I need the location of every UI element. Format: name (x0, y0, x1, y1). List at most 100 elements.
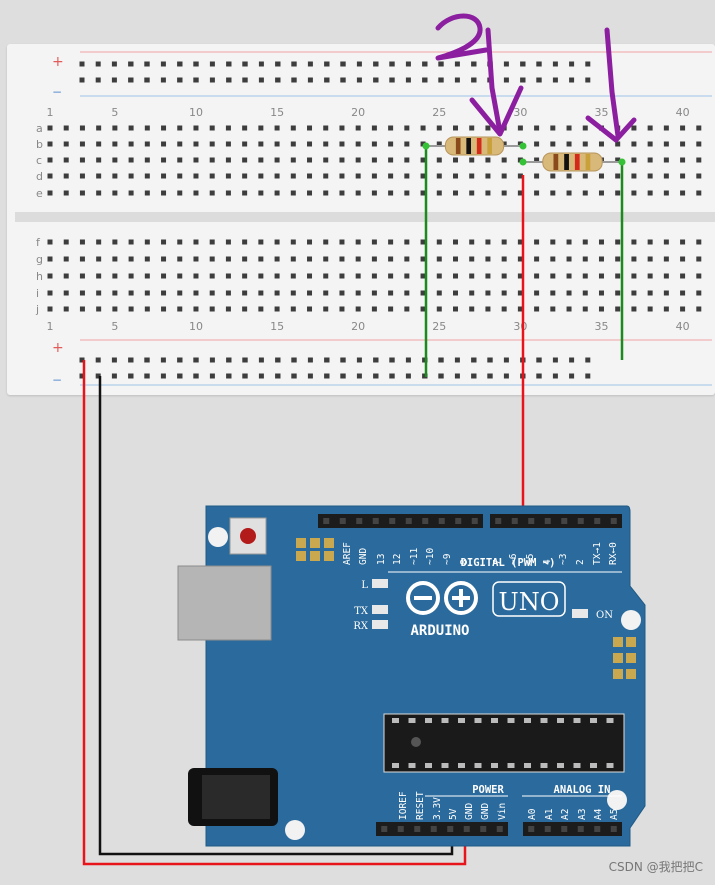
hole[interactable] (696, 125, 702, 131)
hole[interactable] (453, 306, 458, 312)
hole[interactable] (355, 125, 361, 131)
hole[interactable] (453, 125, 458, 131)
hole[interactable] (193, 173, 199, 179)
hole[interactable] (420, 306, 426, 312)
hole[interactable] (290, 141, 296, 147)
rail-hole[interactable] (569, 373, 575, 379)
rail-hole[interactable] (193, 77, 199, 83)
header-pin[interactable] (471, 518, 478, 524)
hole[interactable] (112, 290, 118, 296)
hole[interactable] (63, 239, 69, 245)
rail-hole[interactable] (209, 77, 215, 83)
rail-hole[interactable] (454, 77, 460, 83)
hole[interactable] (274, 157, 280, 163)
rail-hole[interactable] (373, 77, 379, 83)
hole[interactable] (79, 173, 85, 179)
hole[interactable] (144, 173, 150, 179)
rail-hole[interactable] (242, 357, 248, 363)
hole[interactable] (225, 256, 231, 262)
hole[interactable] (631, 290, 637, 296)
hole[interactable] (193, 256, 199, 262)
hole[interactable] (323, 173, 329, 179)
rail-hole[interactable] (291, 77, 297, 83)
hole[interactable] (598, 239, 604, 245)
rail-hole[interactable] (471, 61, 477, 67)
rail-hole[interactable] (552, 357, 558, 363)
header-pin[interactable] (610, 518, 617, 524)
hole[interactable] (323, 125, 329, 131)
hole[interactable] (258, 306, 264, 312)
hole[interactable] (647, 125, 653, 131)
hole[interactable] (615, 173, 621, 179)
hole[interactable] (112, 256, 118, 262)
rail-hole[interactable] (340, 373, 346, 379)
hole[interactable] (144, 256, 150, 262)
hole[interactable] (339, 125, 345, 131)
hole[interactable] (112, 141, 118, 147)
hole[interactable] (631, 125, 637, 131)
rail-hole[interactable] (536, 357, 542, 363)
hole[interactable] (420, 190, 426, 196)
hole[interactable] (371, 157, 377, 163)
hole[interactable] (388, 273, 394, 279)
hole[interactable] (534, 306, 540, 312)
rail-hole[interactable] (471, 373, 477, 379)
hole[interactable] (128, 190, 134, 196)
rail-hole[interactable] (503, 373, 509, 379)
hole[interactable] (485, 173, 491, 179)
hole[interactable] (663, 141, 669, 147)
rail-hole[interactable] (307, 61, 313, 67)
hole[interactable] (209, 290, 215, 296)
hole[interactable] (566, 239, 572, 245)
hole[interactable] (404, 239, 410, 245)
hole[interactable] (79, 306, 85, 312)
rail-hole[interactable] (471, 77, 477, 83)
hole[interactable] (420, 239, 426, 245)
hole[interactable] (566, 173, 572, 179)
hole[interactable] (193, 306, 199, 312)
rail-hole[interactable] (536, 77, 542, 83)
hole[interactable] (209, 141, 215, 147)
rail-hole[interactable] (144, 357, 150, 363)
hole[interactable] (177, 239, 183, 245)
hole[interactable] (63, 290, 69, 296)
hole[interactable] (128, 141, 134, 147)
rail-hole[interactable] (275, 373, 281, 379)
hole[interactable] (290, 239, 296, 245)
rail-hole[interactable] (95, 77, 101, 83)
hole[interactable] (339, 256, 345, 262)
rail-hole[interactable] (128, 373, 134, 379)
header-pin[interactable] (397, 826, 404, 832)
hole[interactable] (453, 256, 458, 262)
rail-hole[interactable] (422, 77, 428, 83)
hole[interactable] (193, 239, 199, 245)
hole[interactable] (501, 273, 507, 279)
rail-hole[interactable] (585, 77, 591, 83)
hole[interactable] (647, 173, 653, 179)
hole[interactable] (47, 306, 53, 312)
rail-hole[interactable] (405, 357, 411, 363)
hole[interactable] (566, 306, 572, 312)
hole[interactable] (388, 290, 394, 296)
hole[interactable] (355, 290, 361, 296)
hole[interactable] (663, 239, 669, 245)
hole[interactable] (696, 157, 702, 163)
hole[interactable] (534, 290, 540, 296)
hole[interactable] (258, 157, 264, 163)
hole[interactable] (323, 273, 329, 279)
rail-hole[interactable] (307, 77, 313, 83)
hole[interactable] (112, 157, 118, 163)
hole[interactable] (696, 239, 702, 245)
hole[interactable] (339, 141, 345, 147)
rail-hole[interactable] (242, 373, 248, 379)
hole[interactable] (225, 125, 231, 131)
hole[interactable] (112, 125, 118, 131)
rail-hole[interactable] (226, 357, 232, 363)
hole[interactable] (663, 256, 669, 262)
hole[interactable] (534, 173, 540, 179)
hole[interactable] (696, 256, 702, 262)
rail-hole[interactable] (307, 373, 313, 379)
rail-hole[interactable] (144, 373, 150, 379)
rail-hole[interactable] (487, 373, 493, 379)
hole[interactable] (371, 256, 377, 262)
